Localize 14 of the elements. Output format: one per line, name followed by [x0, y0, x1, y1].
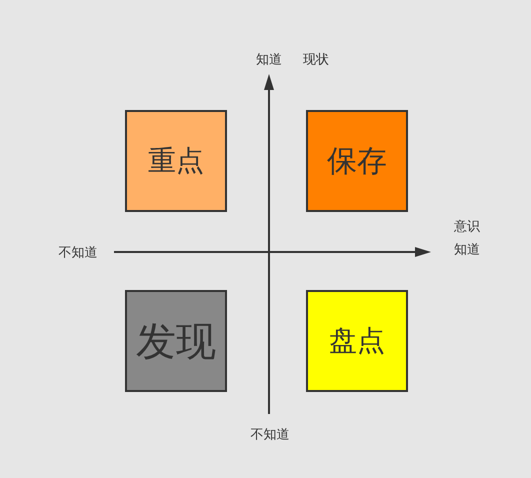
- quadrant-box: [125, 290, 227, 392]
- quadrant-label: 盘点: [329, 323, 385, 359]
- quadrant-label: 保存: [327, 142, 387, 180]
- quadrant-label: 发现: [136, 318, 216, 366]
- axis-label: 知道: [256, 54, 282, 66]
- axis-label: 不知道: [250, 428, 290, 442]
- quadrant-box: [306, 290, 408, 392]
- quadrant-label: 重点: [148, 143, 204, 179]
- axis-label: 知道: [454, 244, 480, 256]
- axis-title: 现状: [303, 54, 329, 66]
- quadrant-box: [125, 110, 227, 212]
- axis-title: 意识: [454, 220, 480, 234]
- axis-label: 不知道: [58, 246, 98, 260]
- quadrant-box: [306, 110, 408, 212]
